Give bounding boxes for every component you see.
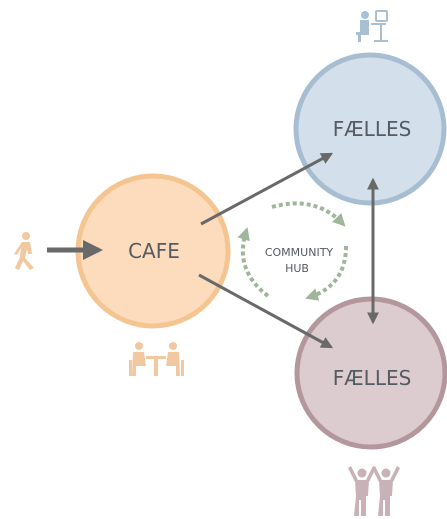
faelles-bottom-label: FÆLLES	[333, 366, 412, 390]
desk-worker-icon	[356, 10, 388, 42]
hub-label-line1: COMMUNITY	[265, 246, 334, 259]
cafe-table-icon	[129, 342, 184, 376]
hub-cycle-arrow-top	[271, 201, 346, 227]
faelles-top-label: FÆLLES	[333, 117, 412, 141]
cafe-label: CAFE	[128, 239, 180, 263]
hub-label-line2: HUB	[285, 262, 309, 275]
hub-cycle-arrow-left	[237, 227, 270, 298]
arrow-cafe-to-faelles-bottom	[198, 273, 334, 349]
walking-person-icon	[14, 232, 34, 270]
arrow-cafe-to-faelles-top	[200, 152, 334, 226]
cheering-people-icon	[348, 466, 400, 516]
